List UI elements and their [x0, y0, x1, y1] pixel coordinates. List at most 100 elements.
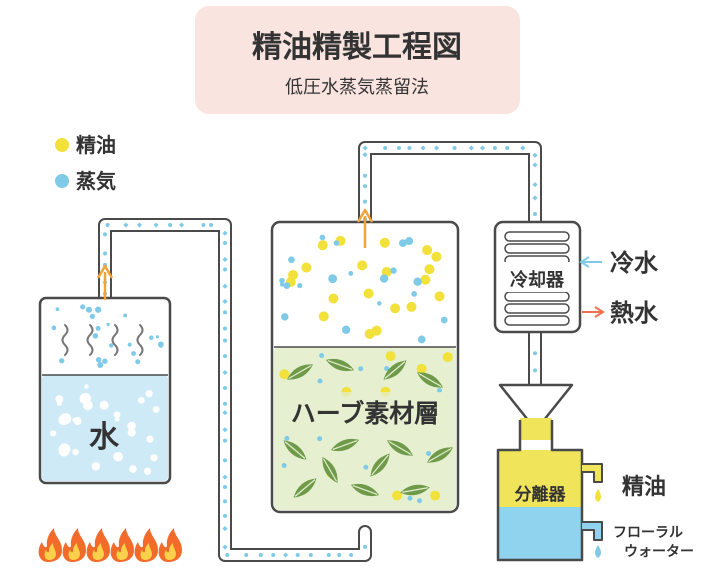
coil-loop [504, 303, 570, 314]
steam-dot [95, 325, 101, 331]
steam-dot [362, 145, 368, 151]
steam-dot [468, 145, 474, 151]
steam-dot [258, 553, 263, 557]
water-bubble [99, 400, 109, 410]
steam-dot [136, 222, 143, 228]
leaf-icon [350, 483, 380, 497]
leaf-icon [427, 447, 453, 463]
leaf-vein [327, 359, 353, 371]
steam-dot [244, 553, 249, 557]
steam-dot [363, 199, 367, 204]
steam-dot [223, 240, 227, 245]
steam-dot [222, 410, 228, 416]
water-drop-icon [595, 545, 601, 558]
condenser-label: 冷却器 [510, 269, 565, 291]
legend-oil-marker [55, 138, 69, 152]
water-bubble [72, 417, 77, 423]
oil-dot [279, 369, 290, 380]
steam-dot [153, 222, 159, 228]
steam-dot [533, 368, 537, 373]
oil-dot [420, 274, 431, 285]
steam-dot [123, 222, 129, 228]
flame-core-icon [116, 543, 128, 560]
leaf-icon [400, 484, 430, 496]
steam-dot [80, 304, 86, 310]
legend-oil-label: 精油 [76, 133, 116, 157]
steam-dot [281, 313, 289, 321]
water-bubble [113, 411, 121, 419]
steam-dot [341, 325, 351, 335]
steam-dot [55, 307, 60, 312]
water-bubble [129, 465, 137, 473]
steam-dot [288, 256, 295, 264]
leaf-icon [287, 364, 313, 380]
water-bubble [59, 413, 72, 425]
steam-dot [149, 335, 154, 341]
steam-dot [363, 184, 367, 189]
coil-loop [504, 315, 570, 326]
flame-icon [86, 528, 110, 562]
page-title: 精油精製工程図 [252, 30, 462, 65]
oil-dot [301, 262, 312, 273]
steam-dot [317, 378, 323, 384]
water-bubble [150, 454, 158, 462]
steam-dot [426, 451, 432, 457]
steam-dot [131, 351, 136, 356]
leaf-vein [402, 487, 428, 493]
cold-water-label: 冷水 [610, 249, 659, 277]
water-bubble [91, 461, 101, 471]
steam-dot [106, 322, 110, 327]
water-bubble [72, 448, 79, 456]
steam-dot [413, 277, 422, 286]
floral-water-label-line1: フローラル [613, 525, 683, 541]
still-chamber: ハーブ素材層 [270, 220, 460, 514]
water-bubble [84, 384, 89, 389]
leaf-vein [428, 447, 452, 463]
steam-dot [223, 267, 227, 272]
leaf-vein [322, 458, 338, 482]
leaf-vein [352, 484, 378, 496]
leaf-icon [325, 358, 355, 372]
steam-dot [51, 325, 57, 331]
coil-loop [504, 243, 570, 254]
steam-dot [127, 342, 132, 347]
water-bubble [55, 395, 64, 403]
flame-core-icon [140, 543, 152, 560]
oil-dot [434, 291, 445, 302]
steam-dot [222, 427, 228, 433]
flame-icon [158, 528, 182, 562]
steam-dot [223, 485, 227, 490]
page-subtitle: 低圧水蒸気蒸留法 [285, 77, 429, 98]
steam-dot [363, 464, 369, 470]
steam-dot [308, 553, 313, 557]
steam-dot [363, 173, 367, 178]
leaf-vein [371, 454, 389, 476]
essential-oil-output-label: 精油 [622, 474, 666, 500]
steam-dot [533, 351, 537, 356]
steam-dot [135, 359, 141, 365]
oil-dot [363, 288, 374, 299]
cold-water-arrow-icon [579, 256, 602, 268]
steam-dot [362, 152, 368, 158]
steam-dot [223, 401, 227, 406]
steam-dot [452, 146, 457, 150]
steam-dot [284, 435, 290, 441]
steam-dot [223, 338, 227, 343]
steam-dot [398, 239, 407, 248]
steam-dot [407, 146, 412, 150]
steam-dot [440, 316, 448, 324]
flame-icon [62, 528, 86, 562]
steam-dot [223, 513, 227, 518]
steam-dot [103, 232, 107, 237]
heat-wave-icons [61, 324, 144, 356]
steam-dot [105, 223, 110, 227]
leaf-icon [283, 440, 307, 460]
water-bubble [58, 443, 71, 456]
steam-dot [417, 498, 423, 504]
pipe-still-to-condenser [358, 141, 542, 232]
oil-dot [406, 301, 417, 312]
oil-dot [317, 240, 328, 251]
steam-dot [223, 438, 227, 443]
separator-water-layer [498, 507, 582, 560]
